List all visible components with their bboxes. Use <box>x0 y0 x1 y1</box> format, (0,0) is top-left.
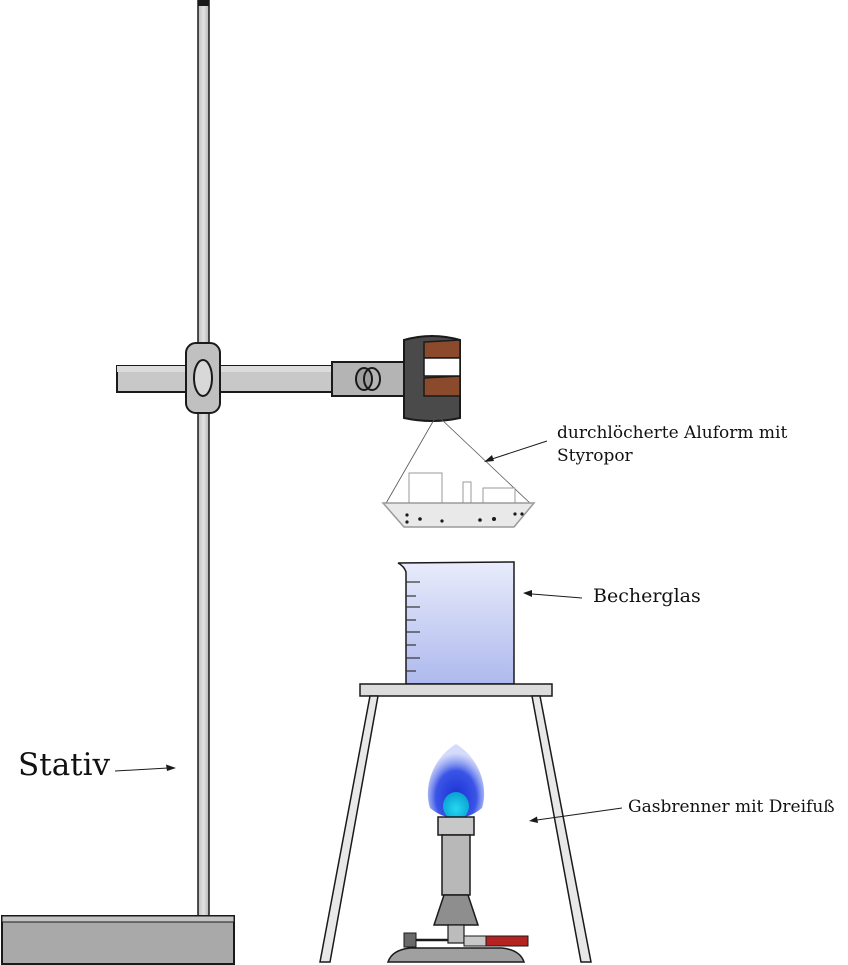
arrow-aluform <box>484 440 548 462</box>
label-becherglas: Becherglas <box>593 585 701 607</box>
boss-screw <box>193 359 213 397</box>
perforated-aluform-icon <box>381 417 536 528</box>
stand-rod-cap <box>198 0 209 6</box>
retort-stand-icon <box>1 0 235 965</box>
pointer-arrows <box>114 440 623 823</box>
clamp-arm <box>116 335 461 422</box>
tripod-icon <box>319 683 592 963</box>
bunsen-burner-icon <box>386 744 529 963</box>
label-aluform: durchlöcherte Aluform mit Styropor <box>557 422 787 468</box>
label-stativ: Stativ <box>18 747 111 783</box>
arrow-gasbrenner <box>529 807 623 823</box>
flame-inner <box>443 792 469 820</box>
label-aluform-line1: durchlöcherte Aluform mit <box>557 423 788 443</box>
stand-base <box>1 915 235 965</box>
arrow-becherglas <box>523 590 583 599</box>
flame-outer <box>427 744 485 818</box>
valve-handle <box>485 935 529 947</box>
test-tube-clamp-icon <box>403 335 461 422</box>
label-aluform-line2: Styropor <box>557 445 633 466</box>
arrow-stativ <box>114 764 176 772</box>
label-gasbrenner: Gasbrenner mit Dreifuß <box>628 797 835 817</box>
beaker-icon <box>397 561 515 685</box>
stand-rod <box>197 0 210 921</box>
